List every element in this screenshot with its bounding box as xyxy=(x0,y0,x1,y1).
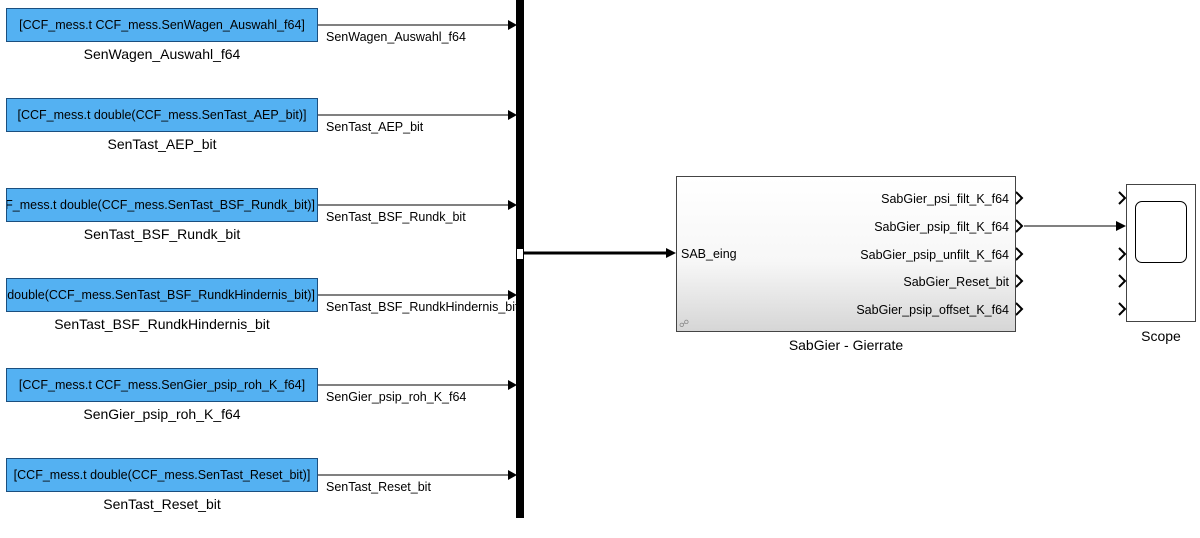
subsystem-inport-label: SAB_eing xyxy=(681,247,737,261)
scope-input-chevron-1 xyxy=(1118,191,1127,205)
signal-label: SenWagen_Auswahl_f64 xyxy=(326,30,466,44)
outport-chevron-2 xyxy=(1015,219,1024,233)
from-workspace-block-sentast-bsf-rundk[interactable]: [CCF_mess.t double(CCF_mess.SenTast_BSF_… xyxy=(6,188,318,222)
subsystem-input-arrow xyxy=(666,248,676,258)
arrow-head-6 xyxy=(508,470,517,480)
signal-label: SenGier_psip_roh_K_f64 xyxy=(326,390,467,404)
subsystem-outport-label: SabGier_psip_unfilt_K_f64 xyxy=(860,248,1009,262)
block-name-label: SenTast_BSF_RundkHindernis_bit xyxy=(54,316,270,332)
source-expression: [CCF_mess.t double(CCF_mess.SenTast_AEP_… xyxy=(17,108,307,122)
scope-block[interactable] xyxy=(1126,184,1196,322)
signal-label: SenTast_Reset_bit xyxy=(326,480,431,494)
block-name-label: SenTast_AEP_bit xyxy=(107,136,217,152)
arrow-head-4 xyxy=(508,290,517,300)
outport-chevron-5 xyxy=(1015,302,1024,316)
outport-chevron-4 xyxy=(1015,274,1024,288)
subsystem-outport-label: SabGier_psi_filt_K_f64 xyxy=(881,192,1009,206)
bus-creator-block[interactable] xyxy=(516,0,524,518)
from-workspace-block-sentast-aep[interactable]: [CCF_mess.t double(CCF_mess.SenTast_AEP_… xyxy=(6,98,318,132)
subsystem-name-label: SabGier - Gierrate xyxy=(788,337,904,353)
scope-name-label: Scope xyxy=(1141,328,1181,344)
scope-input-chevron-5 xyxy=(1118,302,1127,316)
source-expression: [CCF_mess.t CCF_mess.SenGier_psip_roh_K_… xyxy=(18,378,306,392)
from-workspace-block-sentast-bsf-rundkhindernis[interactable]: [CCF_mess.t double(CCF_mess.SenTast_BSF_… xyxy=(6,278,318,312)
signal-label: SenTast_AEP_bit xyxy=(326,120,424,134)
outport-chevron-1 xyxy=(1015,191,1024,205)
library-link-icon: ☍ xyxy=(679,319,690,330)
signal-label: SenTast_BSF_Rundk_bit xyxy=(326,210,466,224)
scope-input-chevron-4 xyxy=(1118,274,1127,288)
arrow-head-5 xyxy=(508,380,517,390)
block-name-label: SenTast_BSF_Rundk_bit xyxy=(83,226,241,242)
subsystem-outport-label: SabGier_Reset_bit xyxy=(903,275,1009,289)
from-workspace-block-senwagen-auswahl[interactable]: [CCF_mess.t CCF_mess.SenWagen_Auswahl_f6… xyxy=(6,8,318,42)
block-name-label: SenGier_psip_roh_K_f64 xyxy=(83,406,241,422)
source-expression: [CCF_mess.t double(CCF_mess.SenTast_BSF_… xyxy=(6,198,315,212)
subsystem-outport-label: SabGier_psip_filt_K_f64 xyxy=(874,220,1009,234)
arrow-head-2 xyxy=(508,110,517,120)
scope-input-chevron-3 xyxy=(1118,247,1127,261)
arrow-head-1 xyxy=(508,20,517,30)
source-expression: [CCF_mess.t CCF_mess.SenWagen_Auswahl_f6… xyxy=(19,18,305,32)
from-workspace-block-sengier-psip-roh[interactable]: [CCF_mess.t CCF_mess.SenGier_psip_roh_K_… xyxy=(6,368,318,402)
signal-label: SenTast_BSF_RundkHindernis_bit xyxy=(326,300,519,314)
scope-input-arrow-2 xyxy=(1116,221,1126,231)
outport-chevron-3 xyxy=(1015,247,1024,261)
scope-screen-icon xyxy=(1135,201,1187,263)
block-name-label: SenWagen_Auswahl_f64 xyxy=(83,46,241,62)
block-name-label: SenTast_Reset_bit xyxy=(103,496,221,512)
source-expression: [CCF_mess.t double(CCF_mess.SenTast_Rese… xyxy=(13,468,311,482)
source-expression: [CCF_mess.t double(CCF_mess.SenTast_BSF_… xyxy=(7,288,315,302)
subsystem-block[interactable]: SAB_eing SabGier_psi_filt_K_f64 SabGier_… xyxy=(676,176,1016,332)
bus-output-port-icon xyxy=(517,248,523,259)
subsystem-outport-label: SabGier_psip_offset_K_f64 xyxy=(856,303,1009,317)
arrow-head-3 xyxy=(508,200,517,210)
from-workspace-block-sentast-reset[interactable]: [CCF_mess.t double(CCF_mess.SenTast_Rese… xyxy=(6,458,318,492)
